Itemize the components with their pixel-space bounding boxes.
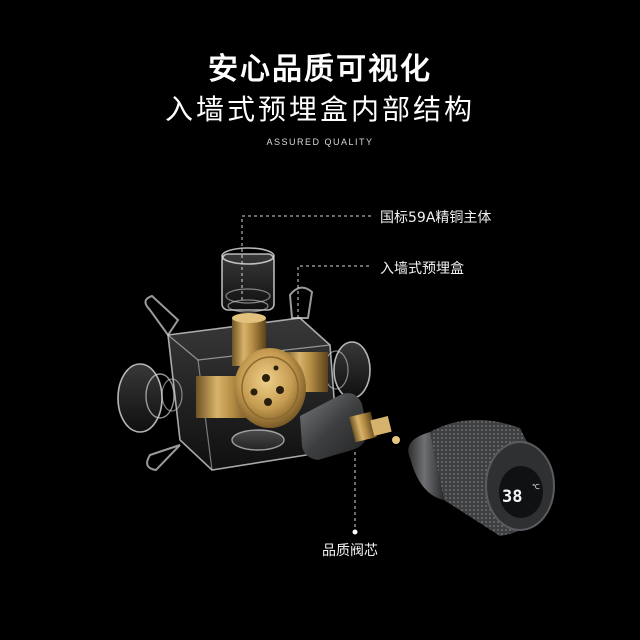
temperature-value: 38: [502, 487, 522, 507]
temperature-unit: ℃: [532, 483, 540, 491]
temperature-knob: [408, 419, 555, 536]
subtitle: ASSURED QUALITY: [266, 137, 374, 147]
title-line-1: 安心品质可视化: [208, 52, 432, 87]
callout-dot: [352, 529, 358, 535]
brass-body: [196, 313, 328, 428]
valve-core: [300, 393, 400, 460]
callout-valve-core: 品质阀芯: [322, 543, 378, 559]
title-line-2: 入墙式预埋盒内部结构: [164, 93, 475, 126]
callout-lines: [241, 215, 372, 532]
callout-embedded-box: 入墙式预埋盒: [380, 261, 464, 277]
callout-brass-body: 国标59A精铜主体: [380, 210, 492, 226]
